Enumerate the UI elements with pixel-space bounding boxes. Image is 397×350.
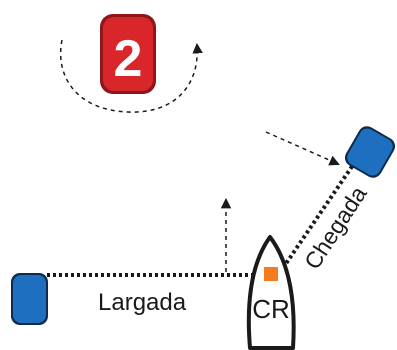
mark-number: 2 xyxy=(114,30,143,88)
committee-flag-icon xyxy=(264,267,278,281)
approach-arrow xyxy=(265,131,340,166)
finish-pin-buoy-icon xyxy=(344,126,396,178)
mark-rounding-arrow xyxy=(60,39,203,113)
committee-boat-icon: CR xyxy=(246,235,296,350)
mark-2-icon: 2 xyxy=(100,14,156,94)
mark-body xyxy=(103,17,153,91)
start-line-label: Largada xyxy=(98,289,187,316)
committee-boat-label: CR xyxy=(252,294,290,324)
start-pin-buoy-icon xyxy=(11,273,48,325)
